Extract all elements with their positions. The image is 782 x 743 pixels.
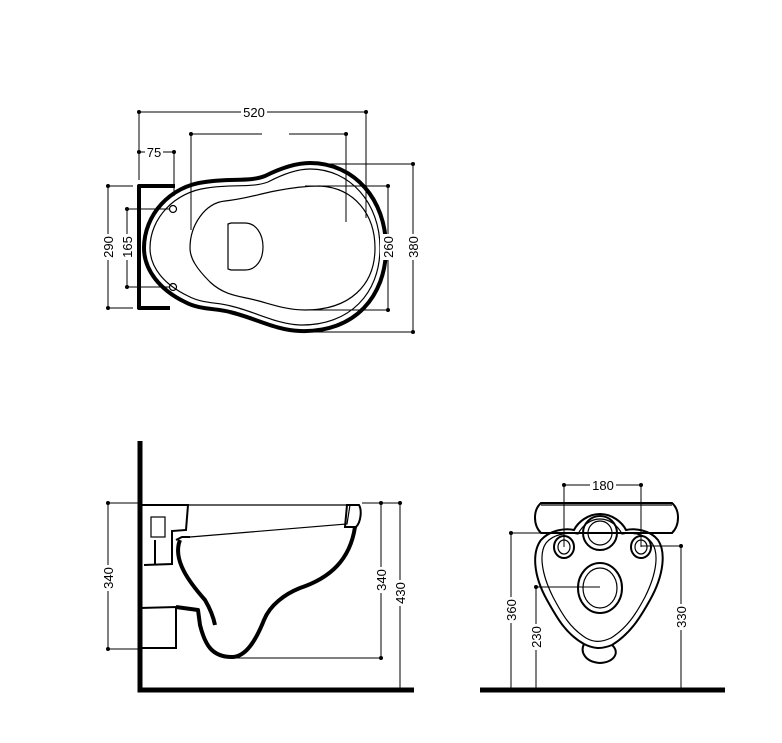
dim-fixing-offset: 75 <box>137 145 176 196</box>
dim-overall-width: 380 <box>311 162 421 334</box>
dim-label-180: 180 <box>592 478 614 493</box>
dim-label-165: 165 <box>120 236 135 258</box>
dim-outlet-height: 230 <box>528 585 600 690</box>
dim-label-360: 360 <box>504 599 519 621</box>
dim-label-290: 290 <box>101 236 116 258</box>
dim-label-260: 260 <box>381 236 396 258</box>
dim-front-fixing-spacing: 180 <box>562 478 643 547</box>
dim-wall-plate-height: 290 <box>100 184 133 310</box>
dim-rim-depth: 340 <box>232 501 400 660</box>
top-view: 520 75 290 <box>100 105 421 334</box>
dim-label-520: 520 <box>243 105 265 120</box>
wall-line <box>137 441 414 693</box>
dim-side-fixing-height: 340 <box>100 501 140 651</box>
dim-label-430: 430 <box>393 582 408 604</box>
dim-front-fixing-height: 330 <box>641 544 689 690</box>
dim-bowl-width: 260 <box>305 184 396 312</box>
side-view: 340 340 430 <box>100 441 414 693</box>
dim-label-380: 380 <box>406 236 421 258</box>
dim-label-330: 330 <box>674 606 689 628</box>
dim-label-230: 230 <box>529 626 544 648</box>
front-view: 180 360 230 330 <box>480 478 725 693</box>
top-view-outline <box>137 161 388 334</box>
side-view-outline <box>139 504 362 659</box>
dim-label-75: 75 <box>147 145 161 160</box>
dim-rim-height: 430 <box>392 501 408 690</box>
dim-overall-length: 520 <box>137 105 368 218</box>
dim-fixing-spacing: 165 <box>119 207 170 289</box>
dim-label-340-left: 340 <box>101 567 116 589</box>
front-view-outline <box>534 502 679 665</box>
dim-bowl-length <box>189 132 348 230</box>
fixing-hole-icon <box>168 204 178 214</box>
dim-label-340-right: 340 <box>374 569 389 591</box>
dim-inlet-height: 360 <box>503 531 600 690</box>
